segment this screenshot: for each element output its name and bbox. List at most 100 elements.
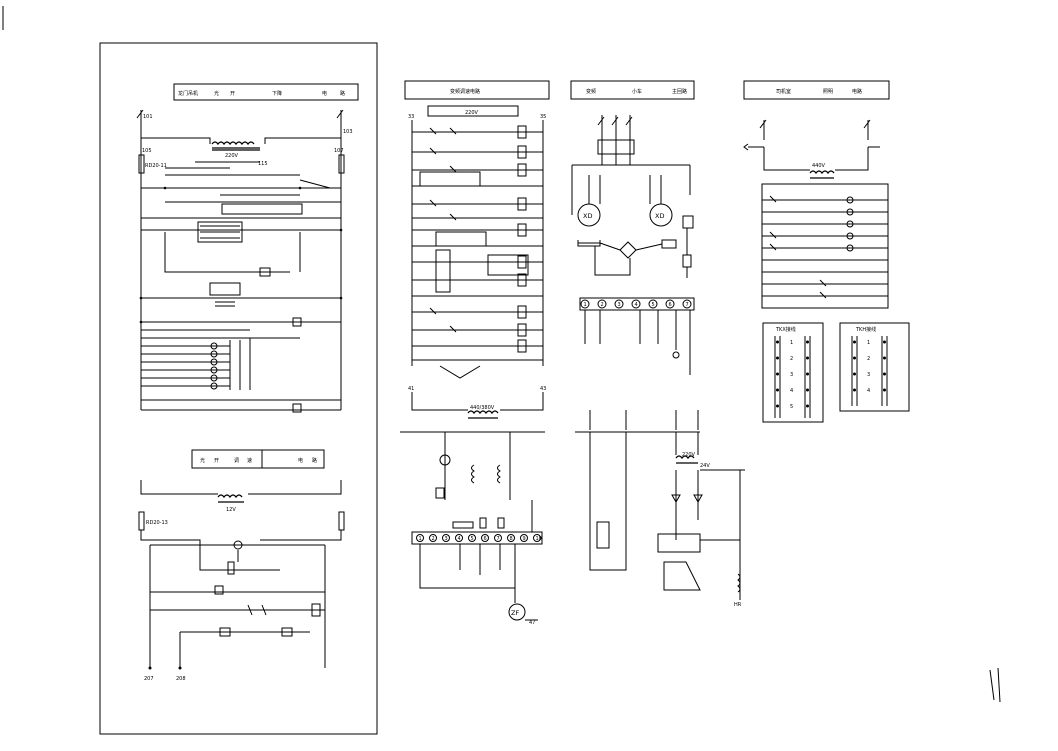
title-d-c1: 司机室	[776, 88, 791, 95]
title-a2-c1: 光	[200, 457, 205, 464]
terminal-b-4	[455, 534, 463, 542]
title-c-c1: 变频	[586, 88, 596, 95]
tkh-node	[883, 388, 886, 392]
tkx-node	[776, 388, 779, 392]
terminal-b-3	[442, 534, 450, 542]
label-220v-b: 220V	[465, 110, 479, 116]
title-a2-c2: 开	[214, 458, 219, 464]
panel-d-frame	[761, 183, 889, 309]
title-a2-c5: 电	[298, 457, 303, 464]
tkx-node	[806, 356, 809, 360]
tkh-row-1: 1	[867, 340, 870, 346]
panel-b-vfd-circuit: 变频调速电路 220V 33 35 41 43 440/380V	[400, 80, 550, 626]
title-a2-c3: 调	[234, 457, 239, 464]
xd-label-2: XD	[655, 212, 664, 220]
label-107: 107	[334, 148, 344, 154]
label-208: 208	[176, 676, 186, 682]
title-a-c1: 龙门吊机	[178, 90, 198, 97]
panel-c-terminal-strip	[579, 297, 695, 311]
terminal-b-10	[533, 534, 541, 542]
tkx-row-5: 5	[790, 404, 793, 410]
title-a2-c6: 路	[312, 457, 317, 464]
label-33: 33	[408, 114, 414, 120]
tkh-row-3: 3	[867, 372, 870, 378]
title-c-c2: 小车	[632, 88, 642, 95]
terminal-b-2	[429, 534, 437, 542]
terminal-b-5	[468, 534, 476, 542]
tkx-node	[776, 356, 779, 360]
terminal-c-label: 1	[584, 302, 587, 308]
tkx-node	[776, 340, 779, 344]
title-b: 变频调速电路	[450, 88, 480, 95]
motor-num: 47	[529, 620, 535, 626]
terminal-b-label: 8	[510, 536, 513, 542]
panel-d-title-box	[743, 80, 890, 100]
tkh-node	[853, 340, 856, 344]
title-d-c3: 电路	[852, 88, 862, 95]
terminal-b-8	[507, 534, 515, 542]
tkh-title: TKH接线	[855, 326, 876, 333]
tkx-row-2: 2	[790, 356, 793, 362]
label-101: 101	[143, 114, 153, 120]
xd-label-1: XD	[583, 212, 592, 220]
label-12v: 12V	[226, 507, 236, 513]
terminal-c-label: 6	[669, 302, 672, 308]
terminal-b-9	[520, 534, 528, 542]
tkx-row-3: 3	[790, 372, 793, 378]
tkh-row-2: 2	[867, 356, 870, 362]
title-a2-c4: 速	[247, 458, 252, 464]
label-43: 43	[540, 386, 546, 392]
motor-label: ZF	[511, 609, 519, 617]
panel-a-lower-title-block: 光 开 调 速 电 路	[191, 449, 325, 469]
panel-a-title-block: 龙门吊机 光 开 下降 电 路	[173, 83, 359, 101]
terminal-c-5	[648, 299, 658, 309]
terminal-b-label: 7	[497, 536, 500, 542]
label-41: 41	[408, 386, 414, 392]
tkh-node	[883, 340, 886, 344]
panel-a-hoist-circuit: 龙门吊机 光 开 下降 电 路 101 103 220V RD20-11 105…	[99, 42, 378, 735]
terminal-b-label: 3	[445, 536, 448, 542]
label-440-380v: 440/380V	[470, 405, 495, 411]
terminal-c-label: 5	[652, 302, 655, 308]
panel-c-title-box	[570, 80, 695, 100]
panel-b-title-box	[404, 80, 550, 100]
terminal-c-2	[597, 299, 607, 309]
tkx-title: TKX接线	[775, 326, 796, 333]
tkh-node	[853, 388, 856, 392]
right-margin-marks	[989, 667, 1001, 703]
label-220v-a: 220V	[225, 153, 239, 159]
label-105: 105	[142, 148, 152, 154]
terminal-b-label: 4	[458, 536, 461, 542]
label-207: 207	[144, 676, 154, 682]
tkx-node	[806, 340, 809, 344]
terminal-c-3	[614, 299, 624, 309]
tkh-node	[883, 372, 886, 376]
tkh-node	[853, 372, 856, 376]
panel-a-indicator-lamps	[141, 338, 251, 390]
tkx-row-4: 4	[790, 388, 793, 394]
label-103: 103	[343, 129, 353, 135]
fuse-label-a2: RD20-13	[146, 520, 168, 526]
label-440v: 440V	[812, 163, 826, 169]
title-a-c6: 路	[340, 90, 345, 97]
tkx-node	[806, 404, 809, 408]
terminal-c-7	[682, 299, 692, 309]
panel-a-frame	[99, 42, 378, 735]
tkh-node	[883, 356, 886, 360]
title-a-c3: 开	[230, 91, 235, 97]
terminal-c-label: 7	[686, 302, 689, 308]
tkx-node	[806, 388, 809, 392]
title-a-c5: 电	[322, 90, 327, 97]
terminal-c-label: 3	[618, 302, 621, 308]
terminal-c-4	[631, 299, 641, 309]
terminal-b-7	[494, 534, 502, 542]
label-35: 35	[540, 114, 546, 120]
terminal-b-label: 5	[471, 536, 474, 542]
terminal-c-1	[580, 299, 590, 309]
title-a-c4: 下降	[272, 90, 282, 97]
